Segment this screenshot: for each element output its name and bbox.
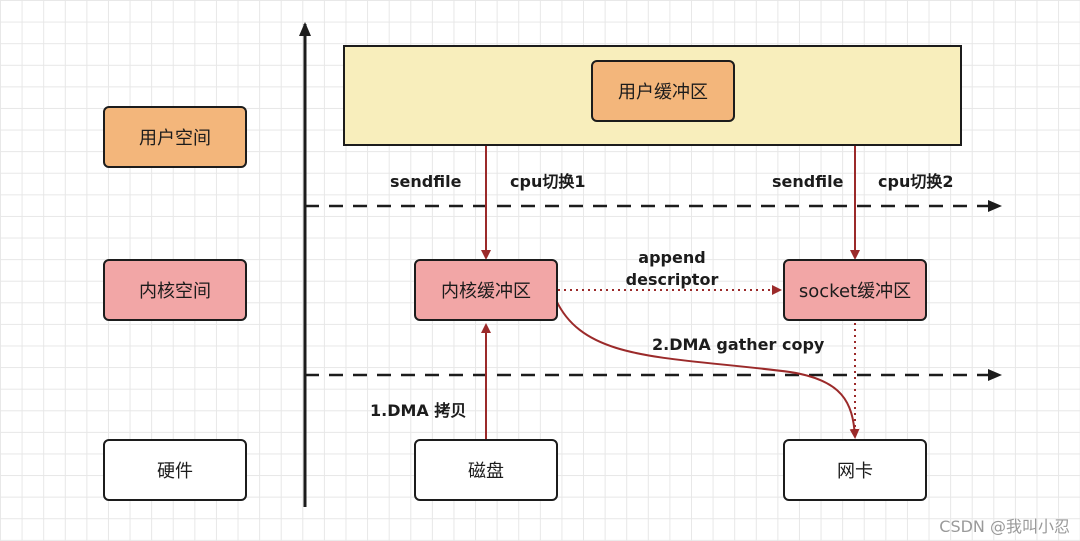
hardware-layer-box: 硬件 (103, 439, 247, 501)
hardware-label: 硬件 (157, 461, 193, 482)
kernel-space-label: 内核空间 (139, 281, 211, 302)
cpu-switch-label-1: cpu切换1 (510, 172, 586, 191)
sendfile-label-2: sendfile (772, 172, 844, 191)
dma-copy-label: 1.DMA 拷贝 (370, 401, 467, 420)
user-space-layer-box: 用户空间 (103, 106, 247, 168)
nic-box: 网卡 (783, 439, 927, 501)
dma-gather-copy-label: 2.DMA gather copy (652, 335, 825, 354)
cpu-switch-label-2: cpu切换2 (878, 172, 954, 191)
user-buffer-box: 用户缓冲区 (591, 60, 735, 122)
dma-gather-copy-arrow (555, 299, 860, 439)
watermark: CSDN @我叫小忍 (939, 517, 1070, 536)
disk-box: 磁盘 (414, 439, 558, 501)
user-space-label: 用户空间 (139, 128, 211, 149)
disk-label: 磁盘 (468, 461, 504, 482)
user-buffer-label: 用户缓冲区 (618, 82, 708, 103)
kernel-buffer-box: 内核缓冲区 (414, 259, 558, 321)
append-descriptor-label: append descriptor (612, 247, 732, 291)
sendfile-label-1: sendfile (390, 172, 462, 191)
socket-buffer-label: socket缓冲区 (798, 281, 912, 302)
socket-buffer-box: socket缓冲区 (783, 259, 927, 321)
kernel-space-layer-box: 内核空间 (103, 259, 247, 321)
append-descriptor-line2: descriptor (625, 270, 719, 289)
append-descriptor-line1: append (638, 248, 706, 267)
kernel-buffer-label: 内核缓冲区 (441, 281, 531, 302)
nic-label: 网卡 (837, 461, 873, 482)
